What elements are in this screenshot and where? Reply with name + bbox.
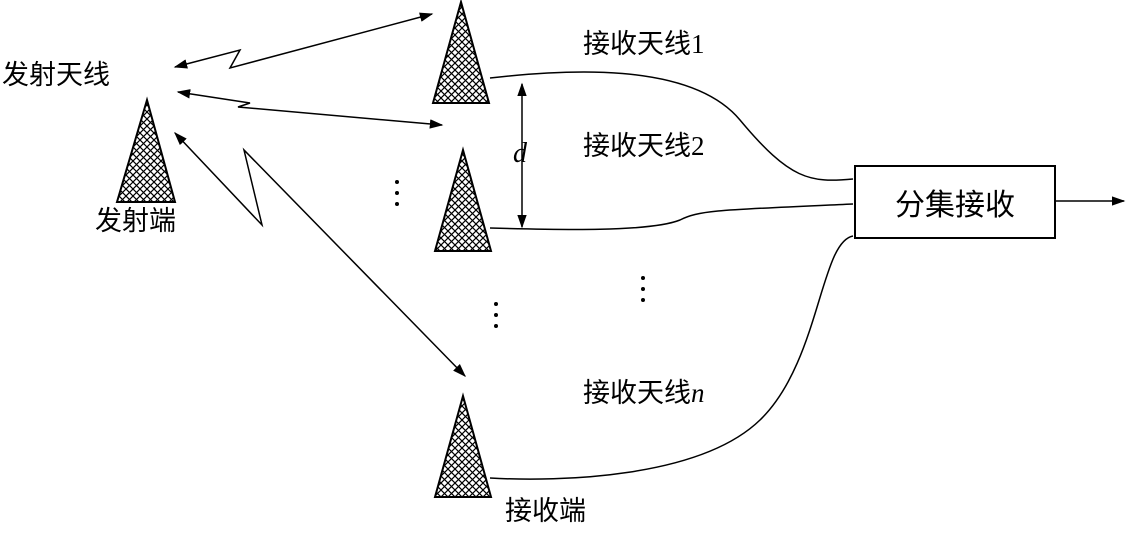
- rx-antenna-n-text: 接收天线: [583, 378, 691, 409]
- spacing-d-label: d: [513, 138, 527, 169]
- tx-antenna-icon: [115, 96, 177, 203]
- rx-antenna-1-index: 1: [691, 29, 705, 59]
- radio-link-n: [174, 132, 466, 377]
- feed-line-2: [489, 203, 854, 231]
- tx-end-label: 发射端: [95, 206, 176, 237]
- feed-line-n: [489, 235, 854, 480]
- ellipsis-dots-left: [394, 180, 400, 206]
- ellipsis-dots-middle: [493, 302, 499, 328]
- ellipsis-dots-right: [640, 276, 646, 302]
- diversity-combiner-label: 分集接收: [895, 188, 1015, 223]
- diversity-combiner-box: [854, 165, 1056, 239]
- rx-antenna-1-icon: [431, 0, 491, 104]
- rx-antenna-2-label: 接收天线2: [583, 131, 705, 162]
- rx-antenna-n-index: n: [691, 378, 705, 408]
- radio-link-2: [176, 89, 444, 129]
- rx-antenna-1-label: 接收天线1: [583, 29, 705, 60]
- rx-antenna-2-icon: [433, 146, 493, 252]
- rx-antenna-1-text: 接收天线: [583, 29, 691, 60]
- rx-antenna-n-icon: [433, 392, 493, 498]
- radio-link-1: [173, 12, 434, 70]
- rx-antenna-2-text: 接收天线: [583, 131, 691, 162]
- rx-end-label: 接收端: [505, 496, 586, 527]
- rx-antenna-2-index: 2: [691, 131, 705, 161]
- rx-antenna-n-label: 接收天线n: [583, 378, 705, 409]
- feed-line-1: [489, 71, 854, 181]
- tx-antenna-label: 发射天线: [2, 60, 110, 91]
